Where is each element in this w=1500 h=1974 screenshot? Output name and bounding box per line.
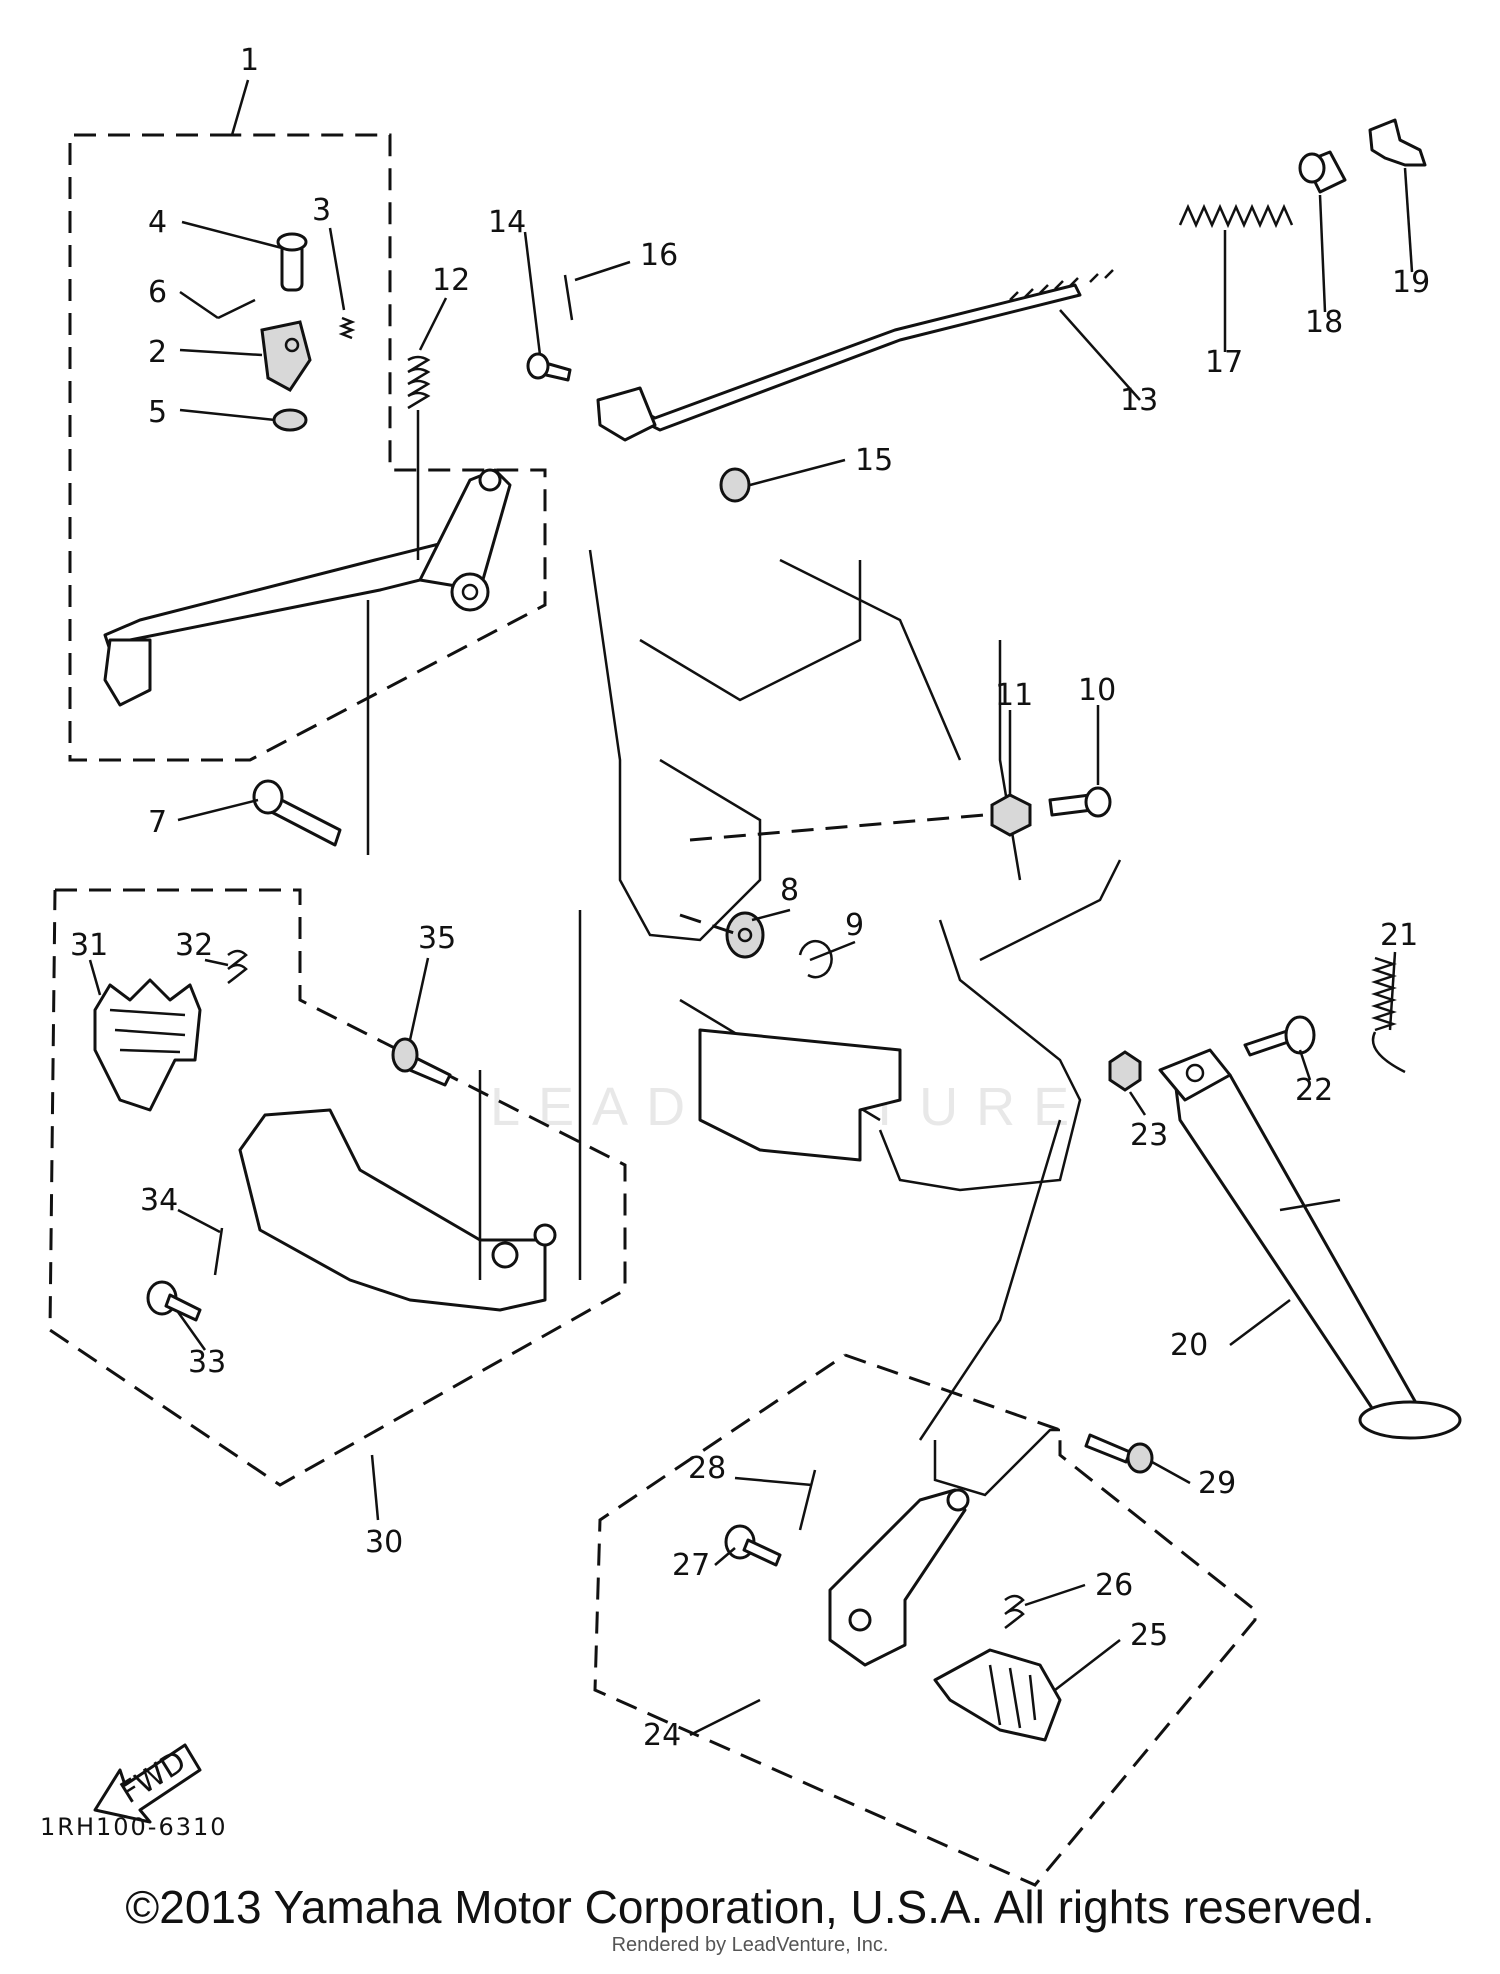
callout-17: 17 bbox=[1205, 345, 1243, 380]
footrest-30-bracket bbox=[238, 1108, 547, 1312]
callout-15: 15 bbox=[855, 443, 893, 478]
callout-labels: 1234567891011121314151617181920212223242… bbox=[70, 43, 1430, 1753]
callout-10: 10 bbox=[1078, 673, 1116, 708]
callout-24: 24 bbox=[643, 1718, 681, 1753]
drawing-code: 1RH100-6310 bbox=[40, 1813, 228, 1841]
part-19-adjust-nut bbox=[1368, 118, 1427, 167]
callout-27: 27 bbox=[672, 1548, 710, 1583]
part-29-bolt bbox=[1084, 1433, 1132, 1464]
part-9-clip bbox=[798, 939, 833, 979]
callout-4: 4 bbox=[148, 205, 167, 240]
callout-33: 33 bbox=[188, 1345, 226, 1380]
part-20-sidestand bbox=[1173, 1073, 1422, 1432]
callout-22: 22 bbox=[1295, 1073, 1333, 1108]
rendered-by-notice: Rendered by LeadVenture, Inc. bbox=[611, 1934, 889, 1956]
callout-5: 5 bbox=[148, 395, 167, 430]
callout-18: 18 bbox=[1305, 305, 1343, 340]
callout-29: 29 bbox=[1198, 1466, 1236, 1501]
callout-12: 12 bbox=[432, 263, 470, 298]
callout-16: 16 bbox=[640, 238, 678, 273]
callout-6: 6 bbox=[148, 275, 167, 310]
callout-9: 9 bbox=[845, 908, 864, 943]
callout-19: 19 bbox=[1392, 265, 1430, 300]
part-11-nut bbox=[990, 793, 1032, 837]
pedal-pivot bbox=[450, 572, 490, 612]
leader-lines bbox=[88, 79, 1414, 1737]
callout-14: 14 bbox=[488, 205, 526, 240]
part-2-tip bbox=[260, 320, 312, 392]
callout-20: 20 bbox=[1170, 1328, 1208, 1363]
part-26-spring bbox=[1004, 1594, 1025, 1629]
group-30-box bbox=[48, 888, 627, 1487]
part-12-spring bbox=[407, 355, 431, 410]
part-23-nut bbox=[1108, 1050, 1142, 1092]
callout-21: 21 bbox=[1380, 918, 1418, 953]
part-3-spring bbox=[338, 316, 356, 340]
callout-3: 3 bbox=[312, 193, 331, 228]
part-32-spring bbox=[227, 949, 248, 984]
callout-7: 7 bbox=[148, 805, 167, 840]
part-6-cotter bbox=[217, 298, 256, 320]
rod-clevis bbox=[596, 386, 657, 442]
callout-31: 31 bbox=[70, 928, 108, 963]
callout-25: 25 bbox=[1130, 1618, 1168, 1653]
brake-pedal-tip bbox=[103, 638, 152, 707]
part-16-cotter bbox=[563, 274, 574, 321]
part-5-washer bbox=[272, 408, 308, 432]
callout-28: 28 bbox=[688, 1451, 726, 1486]
part-8-washer bbox=[725, 911, 765, 959]
callout-1: 1 bbox=[240, 43, 259, 78]
callout-2: 2 bbox=[148, 335, 167, 370]
fwd-arrow: FWD bbox=[93, 1743, 202, 1824]
callout-35: 35 bbox=[418, 921, 456, 956]
copyright-notice: ©2013 Yamaha Motor Corporation, U.S.A. A… bbox=[125, 1881, 1375, 1933]
part-34-cotter bbox=[213, 1227, 224, 1276]
part-31-footpeg bbox=[93, 978, 202, 1112]
rod-thread bbox=[1009, 269, 1114, 301]
part-13-rod bbox=[618, 283, 1082, 432]
callout-30: 30 bbox=[365, 1525, 403, 1560]
part-24-bracket bbox=[828, 1488, 967, 1667]
footrest-bracket bbox=[698, 1028, 902, 1162]
callout-8: 8 bbox=[780, 873, 799, 908]
callout-26: 26 bbox=[1095, 1568, 1133, 1603]
callout-13: 13 bbox=[1120, 383, 1158, 418]
callout-34: 34 bbox=[140, 1183, 178, 1218]
part-25-footpeg bbox=[933, 1648, 1062, 1742]
part-17-spring bbox=[1178, 203, 1294, 229]
group-1-box bbox=[68, 133, 547, 762]
callout-23: 23 bbox=[1130, 1118, 1168, 1153]
callout-32: 32 bbox=[175, 928, 213, 963]
part-21-spring bbox=[1371, 956, 1406, 1074]
part-15-washer bbox=[719, 467, 751, 503]
group-24-box bbox=[593, 1353, 1257, 1887]
sidestand-foot bbox=[1358, 1400, 1462, 1440]
part-28-cotter bbox=[798, 1469, 817, 1531]
callout-11: 11 bbox=[995, 678, 1033, 713]
brake-pedal bbox=[103, 533, 482, 652]
